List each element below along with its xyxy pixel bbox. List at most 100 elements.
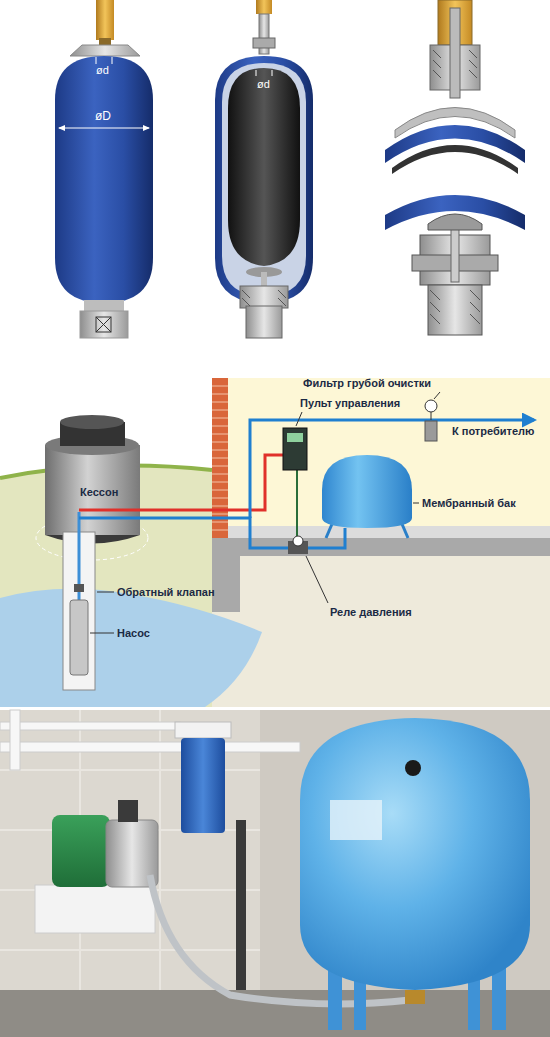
pipes-part [306,528,345,548]
valve-detail-top-part [385,125,525,163]
house-part [228,526,550,538]
photo-part [405,760,421,776]
leader-lines-part [413,503,419,504]
house [212,378,550,612]
photo-part [0,742,300,752]
photo-part [260,710,550,1037]
accumulator-outside-part [96,57,97,64]
caisson-part [60,415,124,429]
accumulator-cutaway [215,0,313,338]
accumulator-cutaway-part [256,0,272,14]
photo-part [236,820,246,990]
photo-part [300,718,530,990]
part-label: Кессон [80,486,118,499]
part-label: Реле давления [330,606,412,619]
valve-detail-top-part [392,145,518,174]
photo-part [118,800,138,822]
membrane-tank-part [326,524,332,538]
valve-detail-bottom-part [430,290,480,324]
photo-part [0,722,180,730]
valve-detail-bottom-part [385,195,525,230]
membrane-tank [322,455,412,538]
valve-detail-bottom-part [428,285,482,335]
top-ground [0,0,550,340]
house-part [212,378,228,538]
part-label: Насос [117,627,150,640]
valve-detail-top [385,0,525,174]
accumulator-outside-part [58,125,65,131]
house-part [228,378,550,538]
pipes-part [79,518,290,548]
photo [0,710,550,1037]
photo-part [0,710,260,1000]
valve-detail-top-part [450,8,460,98]
accumulator-cutaway-part [256,70,257,76]
direction-label: К потребителю [452,425,534,438]
filter [425,400,437,441]
photo-part [330,800,382,840]
dimension-label: ød [257,78,270,91]
accumulator-outside-part [96,317,111,332]
scheme-background [0,345,550,707]
photo-part [10,710,20,770]
accumulator-outside-part [112,57,113,64]
accumulator-outside-part [59,128,149,129]
leader-lines-part [97,592,114,593]
caisson-part [45,445,140,535]
accumulator-cutaway-part [253,38,275,48]
control-panel [283,428,307,470]
photo-part [181,738,225,833]
photo-part [405,990,425,1004]
scheme-background-part [0,345,550,707]
membrane-tank-part [322,455,412,528]
accumulator-cutaway-part [240,286,288,308]
accumulator-outside-part [96,0,114,40]
scheme-background-part [212,556,550,707]
accumulator-cutaway-part [215,56,313,303]
photo-part [175,722,231,738]
dimension-label: øD [95,110,111,124]
pipes [79,420,534,548]
pressure-switch [288,536,308,554]
well [63,512,95,690]
accumulator-outside-part [70,45,140,56]
valve-detail-bottom [385,195,525,335]
well-part [74,584,84,592]
dimension-label: ød [96,64,109,77]
accumulator-cutaway-part [222,63,306,296]
photo-part [52,815,110,887]
part-label: Мембранный бак [422,497,516,510]
house-part [212,386,228,530]
accumulator-outside-part [96,317,111,332]
leader-lines-part [90,633,114,634]
accumulator-cutaway-part [272,70,273,76]
valve-detail-bottom-part [428,214,482,230]
filter-part [431,412,432,420]
leader-lines [90,392,440,633]
part-label: Фильтр грубой очистки [303,377,431,390]
well-part [70,600,88,675]
accumulator-outside-part [55,56,153,303]
filter-part [425,400,437,412]
pressure-switch-part [293,536,303,546]
accumulator-outside-part [96,317,111,332]
accumulator-cutaway-part [246,306,282,338]
accumulator-outside-part [84,300,124,312]
control-panel-part [287,433,303,442]
pipes-part [296,470,298,541]
accumulator-outside [55,0,153,338]
leader-lines-part [306,556,328,603]
photo-part [0,990,550,1037]
accumulator-outside-part [80,311,128,338]
pipes-part [79,455,283,510]
part-label: Обратный клапан [117,586,215,599]
accumulator-outside-part [143,125,150,131]
filter-part [425,421,437,441]
leader-lines-part [296,412,302,426]
accumulator-cutaway-part [242,290,286,306]
photo-part [35,885,155,933]
leader-lines-part [434,392,440,399]
accumulator-cutaway-part [228,68,300,266]
